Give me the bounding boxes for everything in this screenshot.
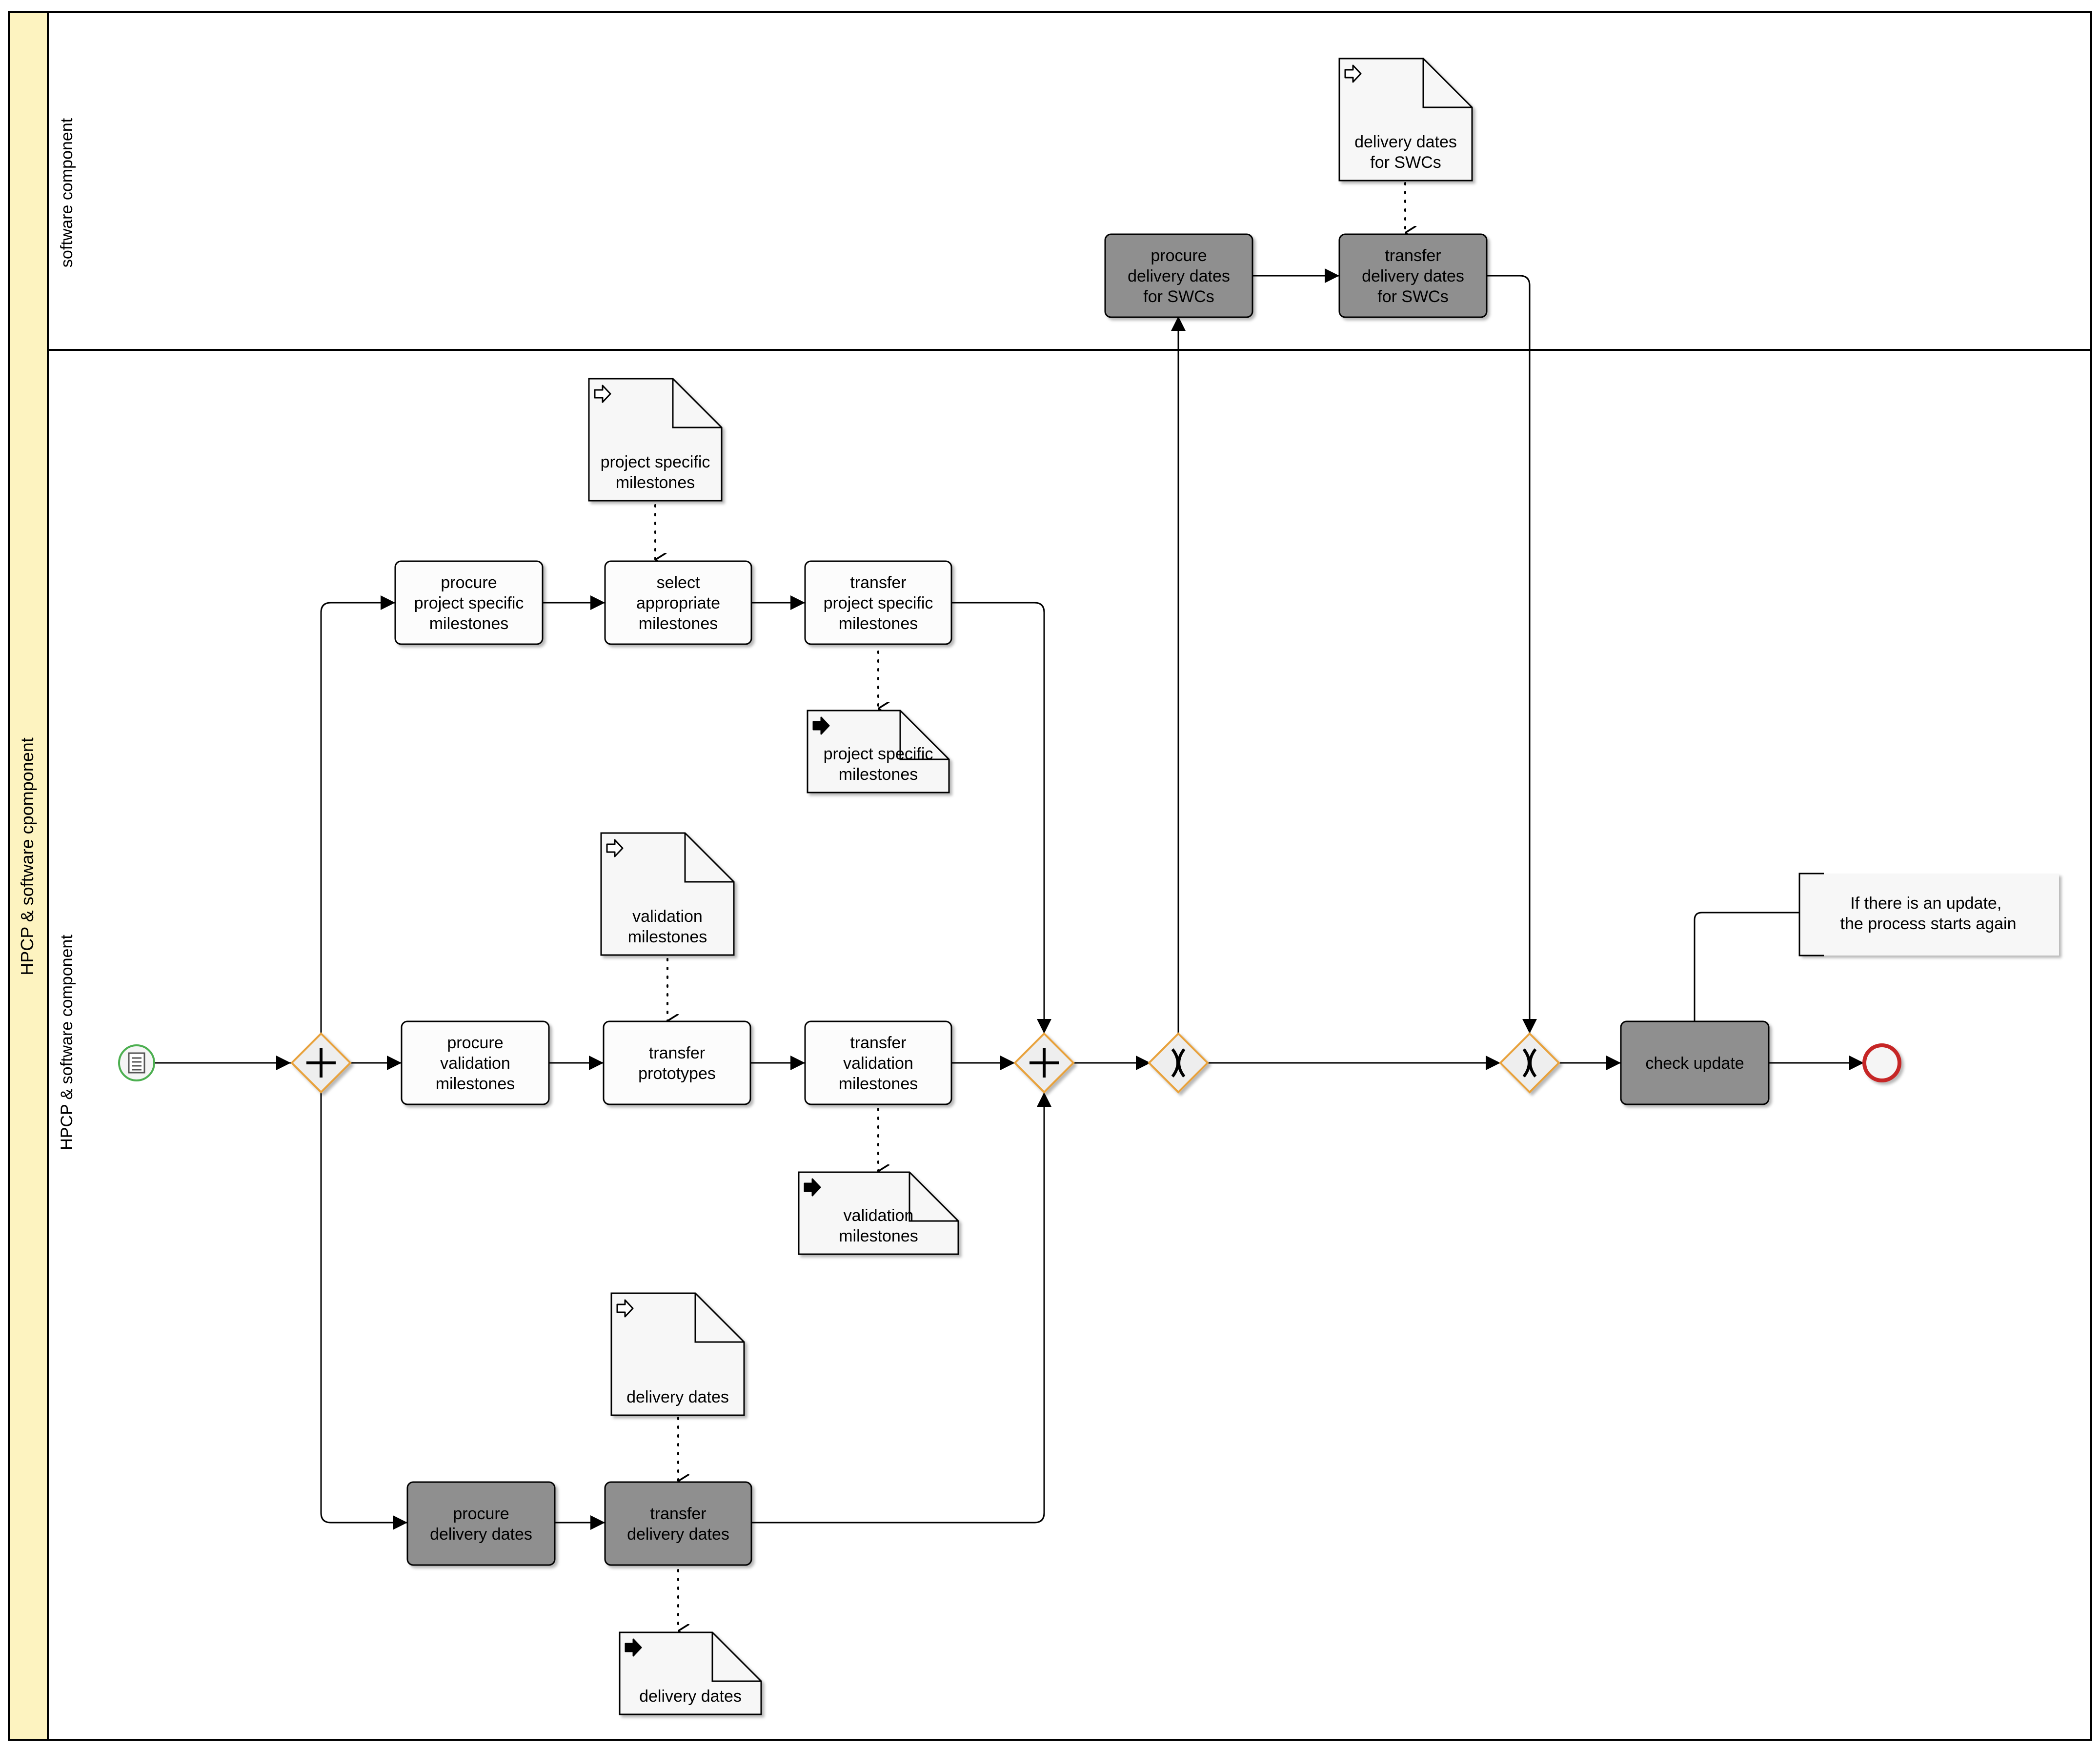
task-label-line: procure — [447, 1034, 503, 1052]
task-label-line: milestones — [839, 614, 918, 633]
input-arrow-icon — [606, 839, 624, 857]
data-object-label-line: delivery dates — [639, 1687, 742, 1706]
task-proc-swc[interactable]: procure delivery dates for SWCs — [1104, 233, 1253, 318]
task-label-line: select — [657, 573, 700, 592]
output-arrow-icon — [812, 716, 830, 735]
sequence-flows — [155, 268, 1864, 1530]
pool: HPCP & software cpomponent — [8, 11, 2092, 1741]
document-list-icon — [128, 1052, 145, 1074]
task-label-line: validation — [843, 1054, 913, 1073]
task-label-line: transfer — [649, 1044, 705, 1062]
task-trans-swc[interactable]: transfer delivery dates for SWCs — [1338, 233, 1488, 318]
gateways — [290, 1032, 1560, 1094]
parallel-join-gateway[interactable] — [1013, 1032, 1075, 1094]
svg-text:If there is an update, t: If there is an update, the process start… — [1840, 894, 2017, 933]
input-arrow-icon — [594, 385, 611, 403]
lane-label-hpcp: HPCP & software component — [58, 935, 76, 1150]
task-label-line: transfer — [850, 1034, 906, 1052]
flow-trans-proj-to-join[interactable] — [951, 602, 1051, 1034]
data-object-label-line: for SWCs — [1370, 153, 1441, 172]
task-proc-dd[interactable]: procure delivery dates — [406, 1481, 556, 1566]
lanes: software component HPCP & software compo… — [48, 118, 2091, 1150]
output-arrow-icon — [625, 1638, 642, 1657]
output-arrow-icon — [804, 1178, 821, 1197]
task-label-line: prototypes — [638, 1064, 716, 1083]
data-output-proj[interactable]: project specific milestones — [807, 710, 950, 794]
data-input-proj[interactable]: project specific milestones — [588, 378, 723, 502]
data-associations — [654, 182, 1405, 1631]
data-input-val[interactable]: validation milestones — [600, 832, 735, 956]
task-label-line: transfer — [1385, 246, 1441, 265]
data-input-swc[interactable]: delivery dates for SWCs — [1338, 58, 1473, 182]
pool-border — [8, 11, 2092, 1741]
data-object-label-line: delivery dates — [626, 1388, 729, 1406]
task-label-line: delivery dates — [1128, 267, 1230, 285]
task-label-line: appropriate — [636, 594, 720, 612]
pool-label: HPCP & software cpomponent — [17, 737, 37, 976]
lane-label-software: software component — [58, 118, 76, 267]
input-arrow-icon — [616, 1299, 634, 1318]
task-label-line: project specific — [414, 594, 524, 612]
task-label-line: transfer — [850, 573, 906, 592]
x-icon — [1522, 1048, 1537, 1078]
task-label-line: procure — [453, 1505, 509, 1523]
task-trans-val[interactable]: transfer validation milestones — [804, 1020, 952, 1105]
start-event[interactable] — [118, 1044, 155, 1081]
flow-trans-swc-to-xor2[interactable] — [1487, 275, 1537, 1034]
task-proc-val[interactable]: procure validation milestones — [401, 1020, 550, 1105]
task-trans-proto[interactable]: transfer prototypes — [603, 1020, 751, 1105]
data-object-label-line: project specific — [601, 453, 710, 471]
task-check[interactable]: check update — [1620, 1020, 1770, 1105]
task-label-line: check update — [1645, 1054, 1744, 1073]
task-label-line: transfer — [650, 1505, 706, 1523]
flow-trans-dd-to-join[interactable] — [751, 1092, 1051, 1524]
task-trans-dd[interactable]: transfer delivery dates — [604, 1481, 752, 1566]
data-object-label-line: validation — [632, 907, 703, 926]
task-label-line: for SWCs — [1143, 287, 1214, 306]
data-object-label-line: milestones — [839, 765, 918, 784]
task-label-line: for SWCs — [1377, 287, 1448, 306]
input-arrow-icon — [1344, 64, 1362, 83]
data-object-label-line: milestones — [628, 928, 707, 946]
annotation-connector — [1694, 912, 1800, 1021]
task-label-line: delivery dates — [430, 1525, 532, 1544]
task-trans-proj[interactable]: transfer project specific milestones — [804, 560, 952, 645]
task-label-line: milestones — [429, 614, 509, 633]
task-label-line: procure — [1151, 246, 1207, 265]
task-label-line: validation — [440, 1054, 510, 1073]
events — [118, 1043, 1901, 1082]
task-label-line: project specific — [824, 594, 933, 612]
tasks: procure project specific milestones select a… — [394, 233, 1770, 1566]
data-object-label-line: milestones — [616, 473, 695, 492]
data-object-label-line: project specific — [824, 745, 933, 763]
task-label-line: milestones — [436, 1075, 515, 1093]
task-label-line: delivery dates — [627, 1525, 729, 1544]
task-label-line: delivery dates — [1362, 267, 1464, 285]
flow-split-to-proc-proj[interactable] — [320, 595, 395, 1034]
task-select[interactable]: select appropriate milestones — [604, 560, 752, 645]
data-object-label-line: milestones — [839, 1227, 918, 1245]
data-input-dd[interactable]: delivery dates — [610, 1292, 745, 1416]
task-label-line: milestones — [639, 614, 718, 633]
task-proc-proj[interactable]: procure project specific milestones — [394, 560, 544, 645]
data-output-dd[interactable]: delivery dates — [619, 1631, 762, 1715]
data-object-label-line: delivery dates — [1354, 133, 1457, 151]
annotation-line-1: If there is an update, — [1850, 894, 2001, 913]
annotation-line-2: the process starts again — [1840, 915, 2017, 933]
text-annotation: If there is an update, the process start… — [1798, 873, 2059, 956]
task-label-line: procure — [441, 573, 497, 592]
parallel-split-gateway[interactable] — [290, 1032, 352, 1094]
x-icon — [1171, 1048, 1186, 1078]
plus-icon — [306, 1048, 336, 1078]
plus-icon — [1030, 1048, 1059, 1078]
end-event[interactable] — [1862, 1043, 1901, 1082]
exclusive-gateway-2[interactable] — [1499, 1032, 1560, 1094]
exclusive-gateway-1[interactable] — [1148, 1032, 1209, 1094]
task-label-line: milestones — [839, 1075, 918, 1093]
data-object-label-line: validation — [844, 1206, 914, 1225]
flow-split-to-proc-dd[interactable] — [320, 1092, 407, 1530]
data-output-val[interactable]: validation milestones — [798, 1171, 959, 1255]
